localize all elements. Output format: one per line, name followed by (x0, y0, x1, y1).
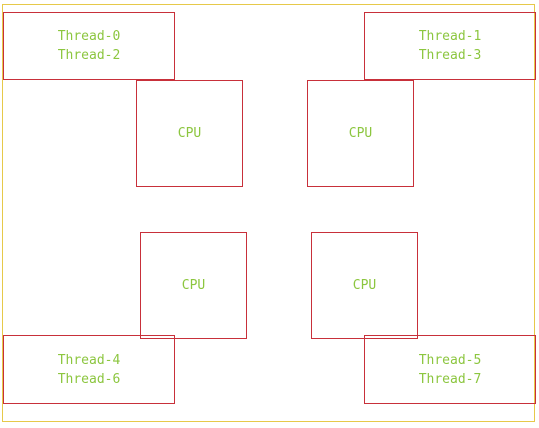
cpu-box-top-right: CPU (307, 80, 414, 187)
thread-box-top-right: Thread-1 Thread-3 (364, 12, 536, 80)
cpu-label: CPU (181, 278, 206, 293)
thread-label: Thread-5 (418, 352, 482, 368)
thread-box-bottom-right: Thread-5 Thread-7 (364, 335, 536, 404)
diagram-frame (2, 4, 535, 422)
thread-box-top-left: Thread-0 Thread-2 (3, 12, 175, 80)
thread-label: Thread-4 (57, 352, 121, 368)
thread-label: Thread-2 (57, 48, 121, 63)
thread-label: Thread-6 (57, 371, 121, 387)
cpu-label: CPU (177, 126, 202, 141)
cpu-label: CPU (348, 126, 373, 141)
cpu-label: CPU (352, 278, 377, 293)
thread-label: Thread-3 (418, 48, 482, 63)
cpu-box-bottom-left: CPU (140, 232, 247, 339)
thread-label: Thread-7 (418, 371, 482, 387)
cpu-box-bottom-right: CPU (311, 232, 418, 339)
thread-box-bottom-left: Thread-4 Thread-6 (3, 335, 175, 404)
thread-label: Thread-1 (418, 29, 482, 44)
cpu-box-top-left: CPU (136, 80, 243, 187)
thread-label: Thread-0 (57, 29, 121, 44)
